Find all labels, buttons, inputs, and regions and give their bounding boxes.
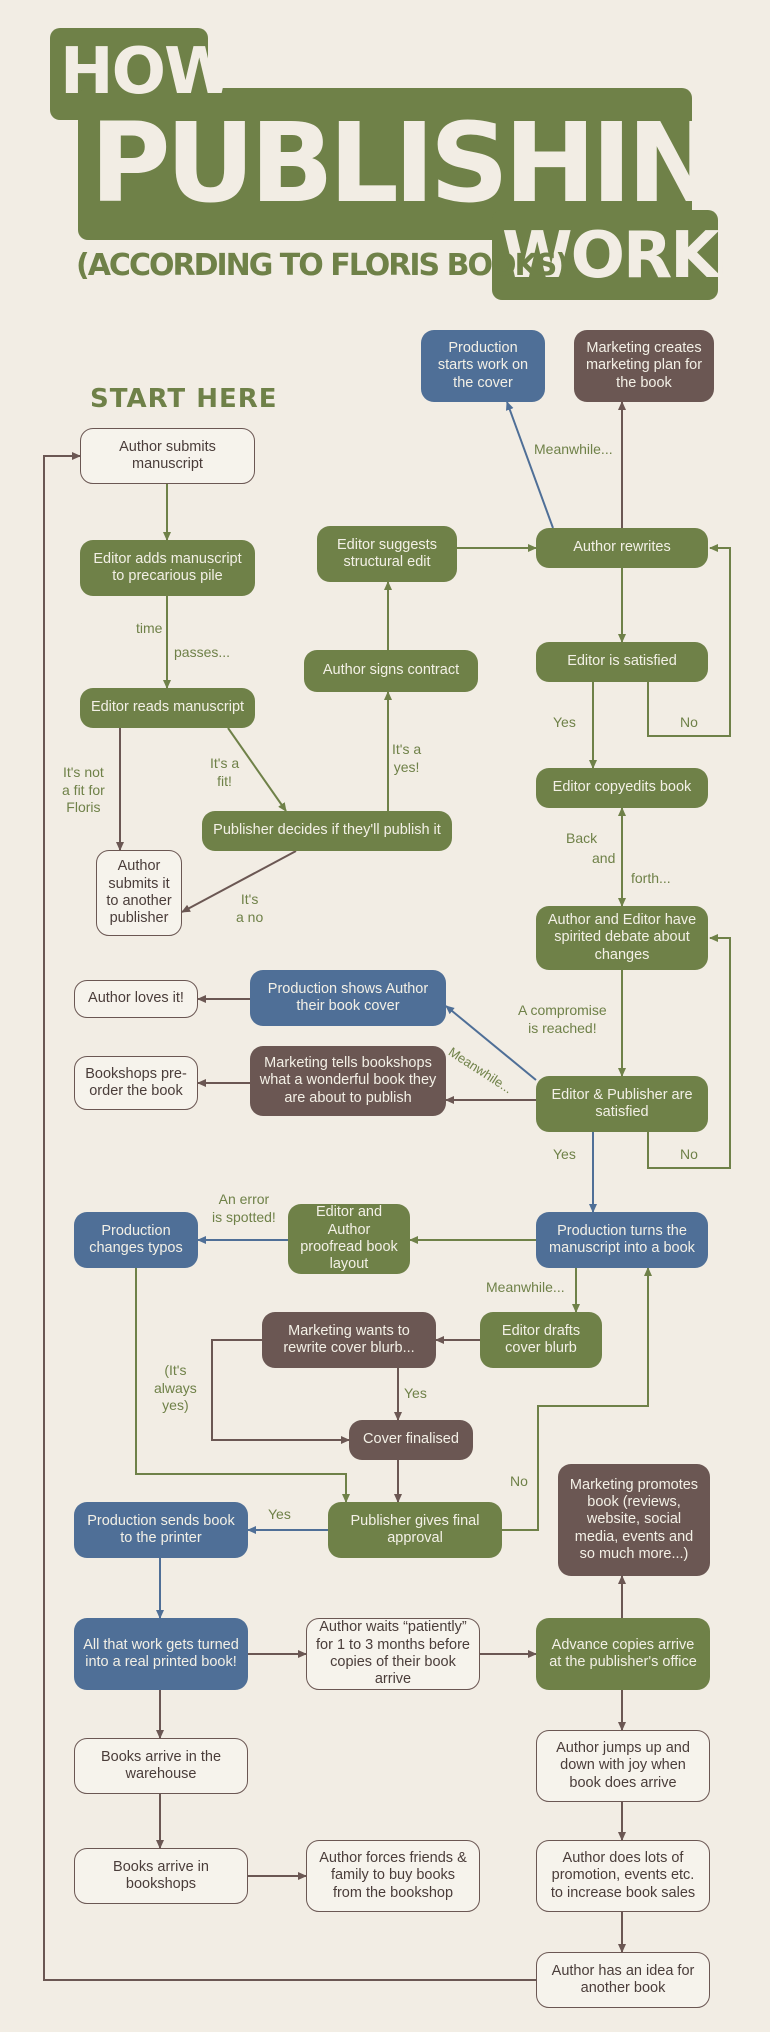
edge-rewrites-cover xyxy=(505,401,554,529)
title-works-bg xyxy=(492,210,718,300)
node-another-idea: Author has an idea for another book xyxy=(536,1952,710,2008)
node-production-cover: Production starts work on the cover xyxy=(421,330,545,402)
label-yes-production: Yes xyxy=(553,1146,576,1162)
node-sends-printer: Production sends book to the printer xyxy=(74,1502,248,1558)
node-editor-satisfied: Editor is satisfied xyxy=(536,642,708,682)
node-publisher-decides: Publisher decides if they'll publish it xyxy=(202,811,452,851)
node-cover-finalised: Cover finalised xyxy=(349,1420,473,1460)
label-meanwhile-blurb: Meanwhile... xyxy=(486,1279,565,1295)
label-error-spotted: An error is spotted! xyxy=(212,1191,276,1225)
edge-decides-another xyxy=(181,850,297,913)
node-spirited-debate: Author and Editor have spirited debate a… xyxy=(536,906,708,970)
node-advance-copies: Advance copies arrive at the publisher's… xyxy=(536,1618,710,1690)
node-preorder: Bookshops pre-order the book xyxy=(74,1056,198,1110)
label-yes-satisfied: Yes xyxy=(553,714,576,730)
node-production-turns: Production turns the manuscript into a b… xyxy=(536,1212,708,1268)
node-warehouse: Books arrive in the warehouse xyxy=(74,1738,248,1794)
edge-reads-decides xyxy=(227,727,287,812)
label-no-decision: It's a no xyxy=(236,891,264,925)
label-passes: passes... xyxy=(174,644,231,660)
node-marketing-blurb: Marketing wants to rewrite cover blurb..… xyxy=(262,1312,436,1368)
label-compromise: A compromise is reached! xyxy=(518,1002,607,1036)
node-changes-typos: Production changes typos xyxy=(74,1212,198,1268)
node-loves-it: Author loves it! xyxy=(74,980,198,1018)
edge-satisfied-no xyxy=(647,544,731,737)
label-no-production: No xyxy=(680,1146,698,1162)
label-no-approval: No xyxy=(510,1473,528,1489)
node-drafts-blurb: Editor drafts cover blurb xyxy=(480,1312,602,1368)
node-author-submits: Author submits manuscript xyxy=(80,428,255,484)
label-yes-blurb: Yes xyxy=(404,1385,427,1401)
node-marketing-tells: Marketing tells bookshops what a wonderf… xyxy=(250,1046,446,1116)
node-lots-promotion: Author does lots of promotion, events et… xyxy=(536,1840,710,1912)
node-bookshops: Books arrive in bookshops xyxy=(74,1848,248,1904)
edge-typos-approval xyxy=(135,1268,350,1503)
node-author-rewrites: Author rewrites xyxy=(536,528,708,568)
node-another-publisher: Author submits it to another publisher xyxy=(96,850,182,936)
node-jumps-joy: Author jumps up and down with joy when b… xyxy=(536,1730,710,1802)
node-marketing-plan: Marketing creates marketing plan for the… xyxy=(574,330,714,402)
title-works: WORKS xyxy=(502,219,764,293)
node-editor-reads: Editor reads manuscript xyxy=(80,688,255,728)
label-fit: It's a fit! xyxy=(210,755,240,789)
node-proofread: Editor and Author proofread book layout xyxy=(288,1204,410,1274)
edge-edpub-showcover xyxy=(445,1005,537,1081)
node-editor-publisher-satisfied: Editor & Publisher are satisfied xyxy=(536,1076,708,1132)
label-yes-approval: Yes xyxy=(268,1506,291,1522)
node-final-approval: Publisher gives final approval xyxy=(328,1502,502,1558)
label-time: time xyxy=(136,620,163,636)
title-subtitle: (ACCORDING TO FLORIS BOOKS) xyxy=(76,248,569,283)
start-here-label: START HERE xyxy=(90,384,278,414)
label-no-satisfied: No xyxy=(680,714,698,730)
label-not-fit: It's not a fit for Floris xyxy=(62,764,105,815)
edge-mktblurb-loop xyxy=(211,1339,350,1444)
edge-idea-restart xyxy=(43,452,536,1981)
node-forces-friends: Author forces friends & family to buy bo… xyxy=(306,1840,480,1912)
label-back: Back xyxy=(566,830,598,846)
label-yes-contract: It's a yes! xyxy=(392,741,422,775)
node-printed-book: All that work gets turned into a real pr… xyxy=(74,1618,248,1690)
edge-approval-no xyxy=(502,1267,652,1531)
label-always-yes: (It's always yes) xyxy=(154,1362,197,1413)
node-marketing-promotes: Marketing promotes book (reviews, websit… xyxy=(558,1464,710,1576)
node-copyedits: Editor copyedits book xyxy=(536,768,708,808)
node-structural-edit: Editor suggests structural edit xyxy=(317,526,457,582)
label-meanwhile-cover: Meanwhile... xyxy=(534,441,613,457)
title-publishing: PUBLISHING xyxy=(90,99,770,227)
title-how: HOW xyxy=(60,35,235,109)
node-shows-cover: Production shows Author their book cover xyxy=(250,970,446,1026)
label-forth: forth... xyxy=(631,870,671,886)
label-and: and xyxy=(592,850,616,866)
node-author-waits: Author waits “patiently” for 1 to 3 mont… xyxy=(306,1618,480,1690)
node-editor-pile: Editor adds manuscript to precarious pil… xyxy=(80,540,255,596)
node-signs-contract: Author signs contract xyxy=(304,650,478,692)
edge-edpub-no xyxy=(647,934,731,1169)
